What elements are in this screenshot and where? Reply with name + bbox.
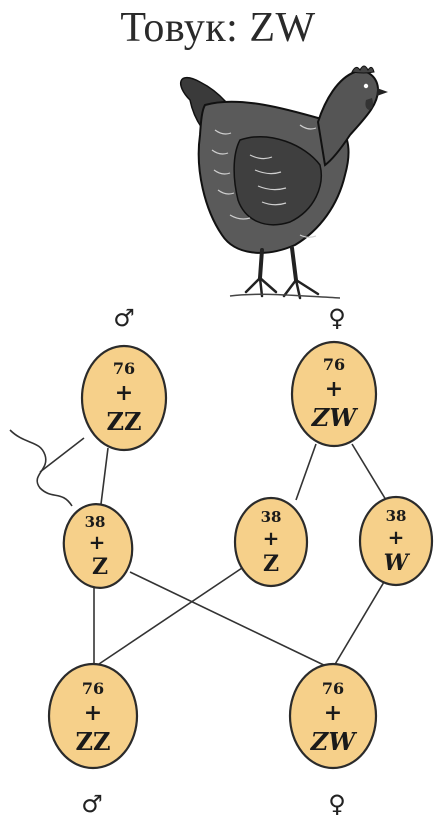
sex-chromosome: Z bbox=[263, 551, 279, 577]
line-female-to-egg-w bbox=[351, 443, 387, 501]
offspring-female-cell: 76 + ZW bbox=[288, 662, 378, 770]
chromosome-count: 76 bbox=[323, 355, 345, 374]
chromosome-count: 38 bbox=[85, 513, 106, 531]
chromosome-count: 76 bbox=[82, 679, 104, 698]
male-symbol-icon: ♂ bbox=[113, 304, 135, 332]
female-symbol-icon: ♀ bbox=[328, 304, 346, 332]
chromosome-count: 38 bbox=[386, 507, 407, 525]
line-sperm-to-female-offspring bbox=[129, 571, 331, 669]
plus-sign: + bbox=[115, 380, 133, 406]
sex-chromosomes: ZW bbox=[310, 727, 358, 756]
line-male-to-sperm bbox=[99, 447, 109, 513]
parent-female-cell: 76 + ZW bbox=[290, 340, 378, 448]
diagram-title: Товук: ZW bbox=[120, 5, 316, 51]
sex-chromosome: W bbox=[384, 550, 411, 576]
offspring-male-cell: 76 + ZZ bbox=[47, 662, 139, 770]
connection-lines bbox=[39, 437, 387, 669]
line-egg-z-to-male-offspring bbox=[95, 563, 249, 667]
line-egg-w-to-female-offspring bbox=[333, 581, 385, 667]
gamete-sperm-cell: 38 + Z bbox=[62, 503, 134, 589]
plus-sign: + bbox=[263, 526, 280, 550]
line-female-to-egg-z bbox=[295, 443, 317, 501]
line-male-tail bbox=[39, 437, 85, 473]
sex-chromosomes: ZZ bbox=[106, 407, 141, 436]
plus-sign: + bbox=[324, 700, 342, 726]
gamete-egg-z-cell: 38 + Z bbox=[233, 496, 309, 588]
sex-chromosomes: ZZ bbox=[75, 727, 110, 756]
plus-sign: + bbox=[84, 700, 102, 726]
sex-chromosome: Z bbox=[92, 554, 108, 580]
plus-sign: + bbox=[388, 525, 405, 549]
chromosome-count: 38 bbox=[261, 508, 282, 526]
chromosome-count: 76 bbox=[322, 679, 344, 698]
female-symbol-icon: ♀ bbox=[328, 790, 346, 818]
plus-sign: + bbox=[325, 376, 343, 402]
sex-chromosomes: ZW bbox=[311, 403, 359, 432]
parent-male-cell: 76 + ZZ bbox=[80, 344, 168, 452]
gamete-egg-w-cell: 38 + W bbox=[358, 495, 434, 587]
male-symbol-icon: ♂ bbox=[81, 790, 103, 818]
sperm-tail-icon bbox=[9, 429, 73, 507]
chromosome-count: 76 bbox=[113, 359, 135, 378]
hen-illustration-icon bbox=[180, 65, 388, 300]
plus-sign: + bbox=[89, 530, 106, 554]
